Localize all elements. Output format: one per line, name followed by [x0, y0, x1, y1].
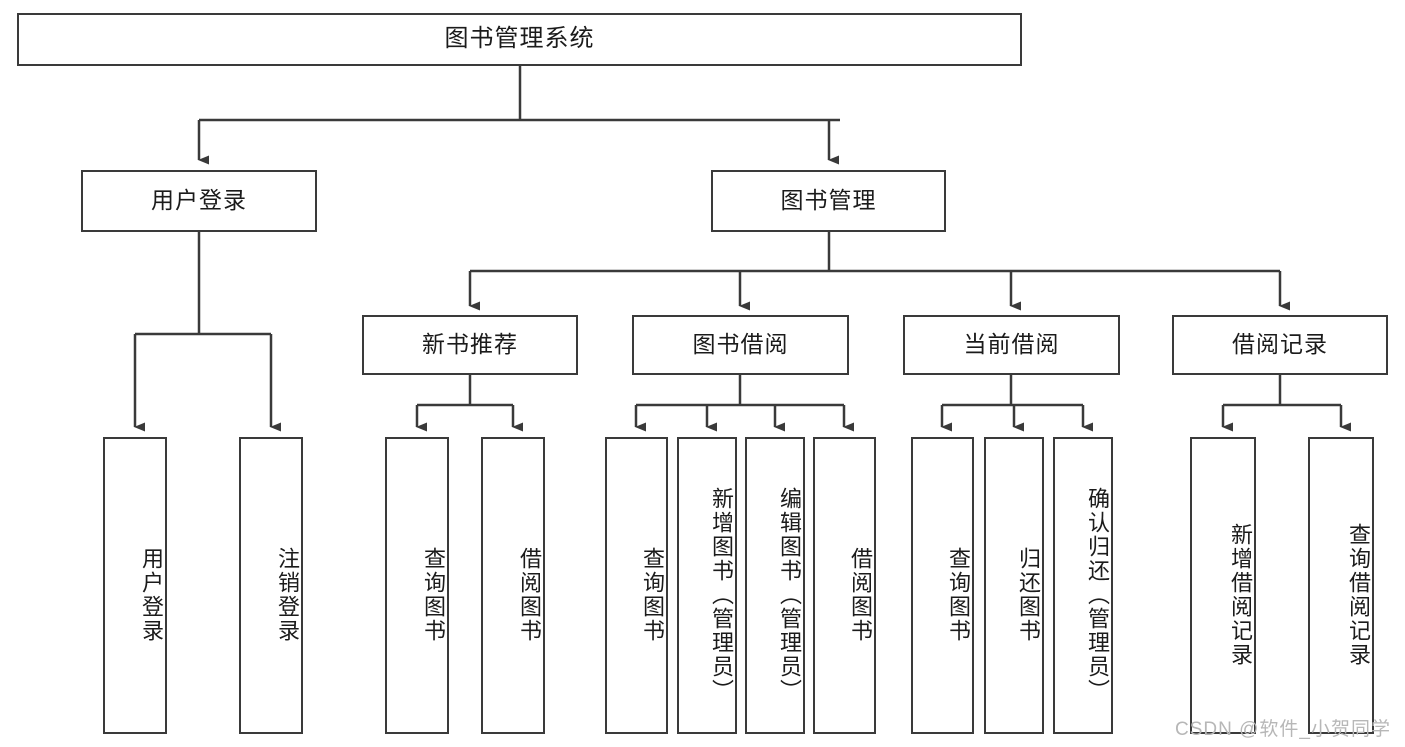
- leaf-return-book[interactable]: 归还图书: [984, 437, 1044, 734]
- node-borrow-records[interactable]: 借阅记录: [1172, 315, 1388, 375]
- node-new-book-recommend[interactable]: 新书推荐: [362, 315, 578, 375]
- leaf-borrow-book-newbook[interactable]: 借阅图书: [481, 437, 545, 734]
- leaf-add-book-admin[interactable]: 新增图书（管理员）: [677, 437, 737, 734]
- node-book-management[interactable]: 图书管理: [711, 170, 946, 232]
- node-current-borrow[interactable]: 当前借阅: [903, 315, 1120, 375]
- leaf-user-login[interactable]: 用户登录: [103, 437, 167, 734]
- leaf-add-borrow-record[interactable]: 新增借阅记录: [1190, 437, 1256, 734]
- node-root-book-management-system[interactable]: 图书管理系统: [17, 13, 1022, 66]
- node-book-borrow[interactable]: 图书借阅: [632, 315, 849, 375]
- leaf-query-book-newbook[interactable]: 查询图书: [385, 437, 449, 734]
- leaf-query-book-borrow[interactable]: 查询图书: [605, 437, 668, 734]
- leaf-query-book-current[interactable]: 查询图书: [911, 437, 974, 734]
- node-user-login[interactable]: 用户登录: [81, 170, 317, 232]
- leaf-edit-book-admin[interactable]: 编辑图书（管理员）: [745, 437, 805, 734]
- leaf-logout[interactable]: 注销登录: [239, 437, 303, 734]
- leaf-borrow-book[interactable]: 借阅图书: [813, 437, 876, 734]
- leaf-query-borrow-record[interactable]: 查询借阅记录: [1308, 437, 1374, 734]
- leaf-confirm-return-admin[interactable]: 确认归还（管理员）: [1053, 437, 1113, 734]
